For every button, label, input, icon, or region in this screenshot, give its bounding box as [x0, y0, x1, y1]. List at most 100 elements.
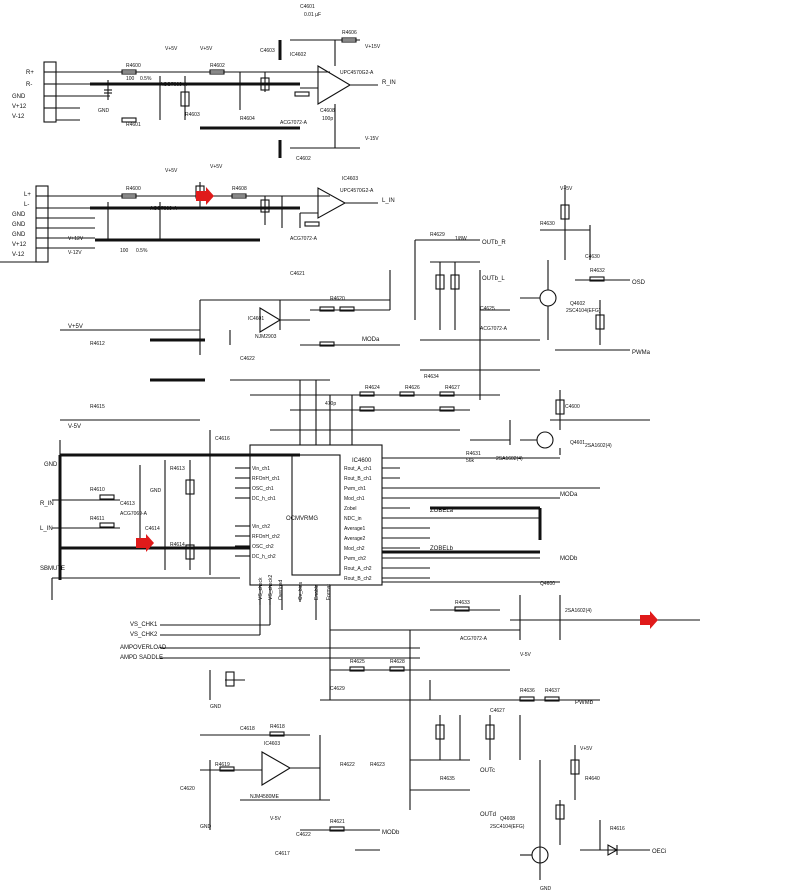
pin-rout-b-ch2: Rout_B_ch2	[344, 576, 372, 582]
out-zobela: ZOBELa	[430, 508, 454, 514]
sig-r-in: R_IN	[40, 501, 54, 507]
pin-osc-ch2: OSC_ch2	[252, 544, 274, 550]
pin-vs-check: VS_check	[258, 577, 264, 600]
out-moda-top: MODa	[362, 337, 380, 343]
pin-mod-ch1: Mod_ch1	[344, 496, 365, 502]
gnd-bottom-a: GND	[210, 704, 222, 710]
r4624-label: R4624	[365, 385, 380, 391]
part-acg-left: ACG7069-A	[120, 511, 148, 517]
out-modb: MODb	[560, 556, 578, 562]
c4601-label: C4602	[296, 156, 311, 162]
part-acg7072: ACG7072-A	[280, 120, 308, 126]
r4625-label: R4625	[350, 659, 365, 665]
out-pwma: PWMa	[632, 350, 651, 356]
pin-l-plus: L+	[24, 192, 31, 198]
q4601-part: 2SA1602(4)	[585, 443, 612, 449]
supply-v-5-lower: V-5V	[520, 652, 532, 658]
r4627-label: R4627	[445, 385, 460, 391]
out-l-in: L_IN	[382, 198, 395, 204]
pin-dch-ch1: DC_h_ch1	[252, 496, 276, 502]
q4603-part: 2SA1602(4)	[565, 608, 592, 614]
q4609-part: 2SC4104(EFG)	[490, 824, 525, 830]
pin-gnd: GND	[12, 94, 26, 100]
r4608-label: R4608	[232, 186, 247, 192]
pin-r-minus: R-	[26, 82, 32, 88]
r4636-label: R4636	[520, 688, 535, 694]
ic4600-bottom-pins: VS_check VS_check2 Overload Cv_bias Enab…	[258, 574, 332, 600]
ic4603-ref: IC4603	[264, 741, 280, 747]
sig-v-minus-5: V-5V	[68, 424, 81, 430]
c4628-label: C4629	[330, 686, 345, 692]
lower-middle-network: PWMb OUTc OUTd R4625 R4628 R4636 R4637 C…	[320, 659, 600, 818]
c4613-label: C4614	[145, 526, 160, 532]
ic4600-part: OCMVRMG	[286, 516, 318, 522]
c4626-label: C4627	[490, 708, 505, 714]
c4612-label: C4613	[120, 501, 135, 507]
r4606-label: R4606	[342, 30, 357, 36]
ic4601-ref: IC4601	[248, 316, 264, 322]
ic-mid-ref: IC4603	[342, 176, 358, 182]
r4616-label: R4616	[610, 826, 625, 832]
sig-ampoverload: AMPOVERLOAD	[120, 645, 167, 651]
r4621-label: R4621	[330, 819, 345, 825]
supply-5v-c: V+5V	[165, 168, 178, 174]
out-moda: MODa	[560, 492, 578, 498]
q4601-ref: Q4601	[570, 440, 585, 446]
r4604-label: R4604	[240, 116, 255, 122]
r4635-label: R4635	[440, 776, 455, 782]
r4631-label: R4631	[466, 451, 481, 457]
signal-arrow-l-in	[136, 534, 154, 552]
comparator-area: IC4601 NJM2903 MODa C4621 R4620 R4624 R4…	[199, 270, 500, 431]
right-transistor-stage-top: OSD PWMa V+5V Q4602 2SC4104(EFG) R4632 R…	[520, 185, 651, 356]
c4615-label: C4616	[215, 436, 230, 442]
part-acg-lower: ACG7072-A	[460, 636, 488, 642]
sig-ampd-saddle: AMPD SADDLE	[120, 655, 163, 661]
left-side-network: V+5V V-5V GND R_IN L_IN SBMUTE R4610 R46…	[40, 324, 300, 600]
sig-sbmute: SBMUTE	[40, 566, 65, 572]
part-acg-right: ACG7072-A	[480, 326, 508, 332]
r4615-label: R4615	[90, 404, 105, 410]
gnd-label-left: GND	[150, 488, 162, 494]
pin-vin-ch1: Vin_ch1	[252, 466, 270, 472]
pin-rout-a-ch2: Rout_A_ch2	[344, 566, 372, 572]
out-oeci: OECi	[652, 849, 666, 855]
pin-vin-ch2: Vin_ch2	[252, 524, 270, 530]
pin-l-minus: L-	[24, 202, 29, 208]
pin-gnd-a: GND	[12, 212, 26, 218]
part-acg7069: ACG7069-A	[160, 82, 188, 88]
c4619-label: C4620	[180, 786, 195, 792]
r4614-label: R4614	[170, 542, 185, 548]
bottom-opamp-stage: IC4603 NJM4580ME MODb R4618 R4619 C4618 …	[180, 724, 400, 857]
part-acg7069-b: ACG7069-A	[150, 206, 178, 212]
main-controller-ic: IC4600 OCMVRMG Vin_ch1 RFOnH_ch1 OSC_ch1…	[235, 380, 540, 700]
q4602-label: Q4602	[570, 301, 585, 307]
pin-pwm-ch1: Pwm_ch1	[344, 486, 366, 492]
bottom-right-stage: OECi V+5V Q4608 2SC4104(EFG) GND R4640 R…	[490, 745, 666, 892]
r4600-label: R4600	[126, 63, 141, 69]
pin-rout-b-ch1: Rout_B_ch1	[344, 476, 372, 482]
out-outd: OUTd	[480, 812, 496, 818]
ic-mid-part: UPC4570G2-A	[340, 188, 374, 194]
bottom-left-controls: VS_CHK1 VS_CHK2 AMPOVERLOAD AMPD SADDLE …	[120, 600, 420, 710]
sig-vs-chk2: VS_CHK2	[130, 632, 158, 638]
sig-v-plus-5: V+5V	[68, 324, 83, 330]
v12-mid-b: V-12V	[68, 250, 82, 256]
c4600-label: C4601	[300, 4, 315, 10]
c4621-label: C4622	[240, 356, 255, 362]
c4624-label: C4625	[480, 306, 495, 312]
right-mid-transistors: C4600 Q4601 2SA1602(4) 2SA1602(4) MODa Z…	[382, 390, 650, 562]
ic-top-part: UPC4570G2-A	[340, 70, 374, 76]
gnd-bottom-c: GND	[540, 886, 552, 892]
r4612-label: R4612	[90, 341, 105, 347]
r4602-label: R4602	[210, 63, 225, 69]
pin-format: Format	[326, 584, 332, 600]
r4641-label: C4600	[565, 404, 580, 410]
supply-5v-d: V+5V	[210, 164, 223, 170]
r4637-label: R4637	[545, 688, 560, 694]
r4626-label: R4626	[405, 385, 420, 391]
sig-vs-chk1: VS_CHK1	[130, 622, 158, 628]
r4628-label: R4628	[390, 659, 405, 665]
r4629-value: 1/8W	[455, 236, 467, 242]
supply-pos-top: V+15V	[365, 44, 381, 50]
q4607-part: 2SA1602(4)	[496, 456, 523, 462]
